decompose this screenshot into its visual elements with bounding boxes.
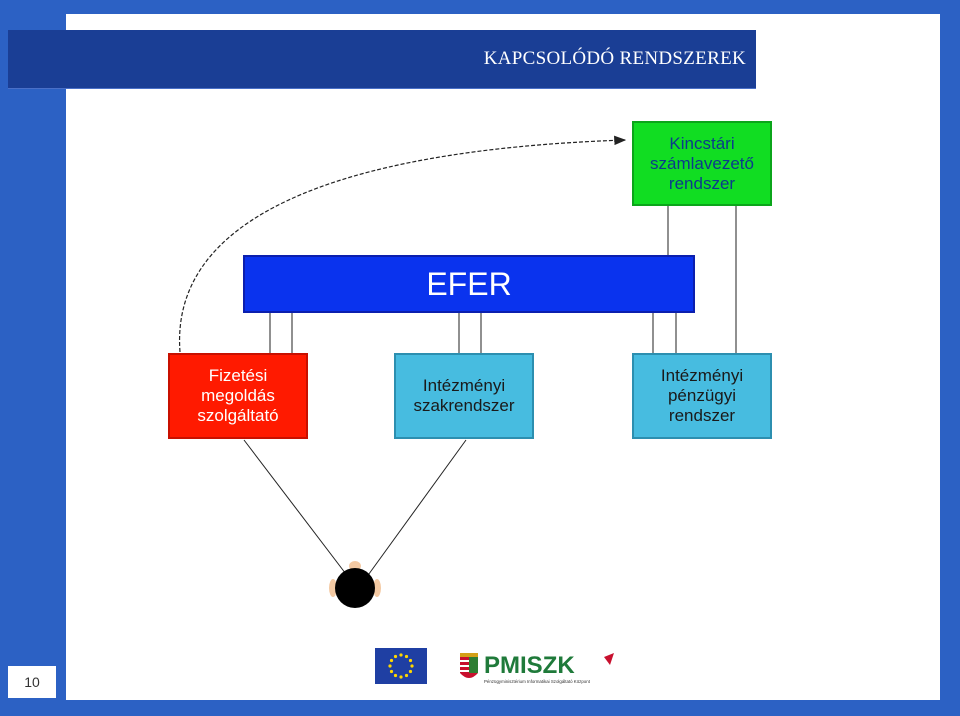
pmiszk-wordmark: PMISZK xyxy=(484,652,575,679)
hungarian-coat-of-arms-icon xyxy=(460,653,478,678)
node-efer: EFER xyxy=(243,255,695,313)
node-penzugyi-label: Intézményi pénzügyi rendszer xyxy=(660,366,744,425)
dashed-arrow-fizetesi-to-kincstari xyxy=(179,135,627,353)
node-kincstari: Kincstári számlavezető rendszer xyxy=(632,121,772,206)
node-kincstari-label: Kincstári számlavezető rendszer xyxy=(650,133,754,193)
node-efer-label: EFER xyxy=(426,266,512,302)
title-bar: KAPCSOLÓDÓ RENDSZEREK xyxy=(8,30,756,88)
slide-frame-top xyxy=(66,0,960,14)
line-szakrendszer-to-user xyxy=(365,439,467,579)
eu-flag-icon xyxy=(375,648,427,684)
slide-title: KAPCSOLÓDÓ RENDSZEREK xyxy=(483,48,746,69)
node-szakrendszer-label: Intézményi szakrendszer xyxy=(413,376,515,415)
slide-frame-left xyxy=(0,0,66,716)
slide-frame-right xyxy=(940,0,960,716)
slide-frame-bottom xyxy=(66,700,940,716)
person-head-icon xyxy=(329,561,381,608)
line-fizetesi-to-user xyxy=(243,439,350,579)
pmiszk-subtitle: Pénzügyminisztérium Informatikai Szolgál… xyxy=(484,679,591,684)
page-number: 10 xyxy=(8,666,56,698)
node-fizetesi: Fizetési megoldás szolgáltató xyxy=(168,353,308,439)
node-penzugyi: Intézményi pénzügyi rendszer xyxy=(632,353,772,439)
pmiszk-logo: PMISZK Pénzügyminisztérium Informatikai … xyxy=(458,645,618,687)
node-szakrendszer: Intézményi szakrendszer xyxy=(394,353,534,439)
node-fizetesi-label: Fizetési megoldás szolgáltató xyxy=(197,366,279,425)
